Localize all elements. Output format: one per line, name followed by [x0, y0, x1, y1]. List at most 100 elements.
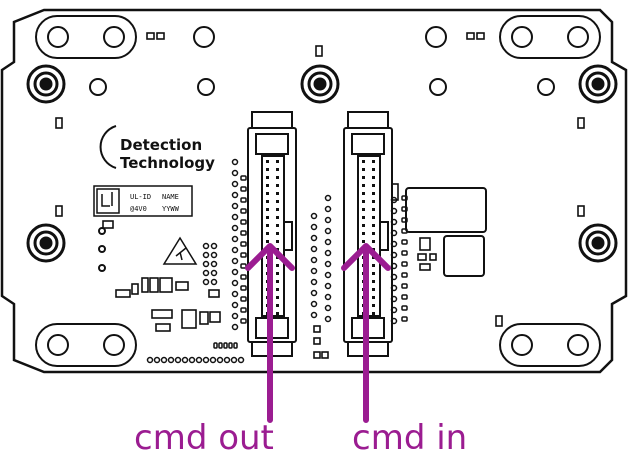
- test-point: [324, 194, 332, 202]
- mounting-slot-bottom-left: [35, 323, 137, 367]
- connector-pin: [266, 160, 269, 163]
- test-pad: [213, 342, 218, 349]
- test-point: [310, 278, 318, 286]
- test-point: [231, 279, 239, 287]
- test-point: [310, 256, 318, 264]
- test-point: [324, 260, 332, 268]
- test-point: [310, 311, 318, 319]
- test-pad: [240, 274, 247, 280]
- connector-pin: [266, 168, 269, 171]
- test-point: [324, 271, 332, 279]
- logo-line-1: Detection: [120, 136, 202, 154]
- test-pad: [401, 316, 408, 322]
- connector-pin: [362, 232, 365, 235]
- test-point: [324, 205, 332, 213]
- test-point: [202, 269, 210, 277]
- product-marking: UL-ID NAME @4V0 YYWW: [93, 185, 193, 217]
- ul-mark-icon: [96, 188, 120, 214]
- test-pad: [240, 197, 247, 203]
- test-point: [202, 242, 210, 250]
- connector-pin: [372, 240, 375, 243]
- test-point: [146, 356, 154, 364]
- test-point: [210, 242, 218, 250]
- test-pad: [240, 252, 247, 258]
- test-pad: [223, 342, 228, 349]
- test-points: [146, 158, 408, 364]
- connector-pin: [276, 304, 279, 307]
- test-point: [324, 282, 332, 290]
- connector-pin: [372, 208, 375, 211]
- connector-pin: [276, 288, 279, 291]
- test-point: [310, 234, 318, 242]
- test-point: [324, 304, 332, 312]
- test-point: [310, 245, 318, 253]
- test-pad: [401, 217, 408, 223]
- test-point: [210, 260, 218, 268]
- test-point: [231, 290, 239, 298]
- test-point: [231, 235, 239, 243]
- connector-pin: [266, 200, 269, 203]
- connector-pin: [372, 232, 375, 235]
- test-pad: [240, 296, 247, 302]
- test-point: [231, 169, 239, 177]
- esd-warning-icon: [162, 236, 198, 265]
- test-point: [231, 213, 239, 221]
- connector-pin: [276, 296, 279, 299]
- connector-pin: [372, 200, 375, 203]
- test-point: [202, 278, 210, 286]
- connector-pin: [276, 208, 279, 211]
- connector-pin: [372, 304, 375, 307]
- test-point: [174, 356, 182, 364]
- test-point: [160, 356, 168, 364]
- marking-date: YYWW: [162, 205, 180, 213]
- connector-pin: [372, 168, 375, 171]
- connector-pin: [362, 200, 365, 203]
- mounting-slot-top-right: [499, 15, 601, 59]
- test-point: [310, 300, 318, 308]
- label-cmd-in: cmd in: [352, 418, 468, 458]
- connector-pin: [362, 176, 365, 179]
- test-point: [231, 301, 239, 309]
- marking-name: NAME: [162, 193, 179, 201]
- test-point: [202, 260, 210, 268]
- test-pad: [401, 261, 408, 267]
- test-pad: [218, 342, 223, 349]
- connector-pin: [372, 272, 375, 275]
- connector-pin: [266, 232, 269, 235]
- connector-pin: [276, 168, 279, 171]
- test-point: [324, 238, 332, 246]
- test-point: [324, 216, 332, 224]
- label-cmd-out: cmd out: [134, 418, 274, 458]
- connector-pin: [276, 184, 279, 187]
- test-pad: [240, 230, 247, 236]
- test-pad: [240, 285, 247, 291]
- connector-pin: [362, 184, 365, 187]
- connector-pin: [372, 216, 375, 219]
- connector-pin: [362, 208, 365, 211]
- test-point: [181, 356, 189, 364]
- test-point: [324, 227, 332, 235]
- test-point: [210, 251, 218, 259]
- test-pad: [233, 342, 238, 349]
- large-components: [405, 187, 487, 277]
- test-pad: [401, 195, 408, 201]
- test-point: [310, 223, 318, 231]
- test-point: [231, 202, 239, 210]
- test-point: [231, 268, 239, 276]
- connector-pin: [266, 240, 269, 243]
- connector-pin: [362, 168, 365, 171]
- connector-pin: [266, 224, 269, 227]
- test-pad: [401, 305, 408, 311]
- test-pad: [401, 228, 408, 234]
- test-pad: [401, 294, 408, 300]
- connector-pin: [372, 280, 375, 283]
- connector-pin: [276, 216, 279, 219]
- mounting-slot-bottom-right: [499, 323, 601, 367]
- test-pad: [240, 307, 247, 313]
- connector-pin: [276, 312, 279, 315]
- test-pad: [401, 239, 408, 245]
- test-point: [210, 269, 218, 277]
- connector-pin: [372, 176, 375, 179]
- mounting-slot-top-left: [35, 15, 137, 59]
